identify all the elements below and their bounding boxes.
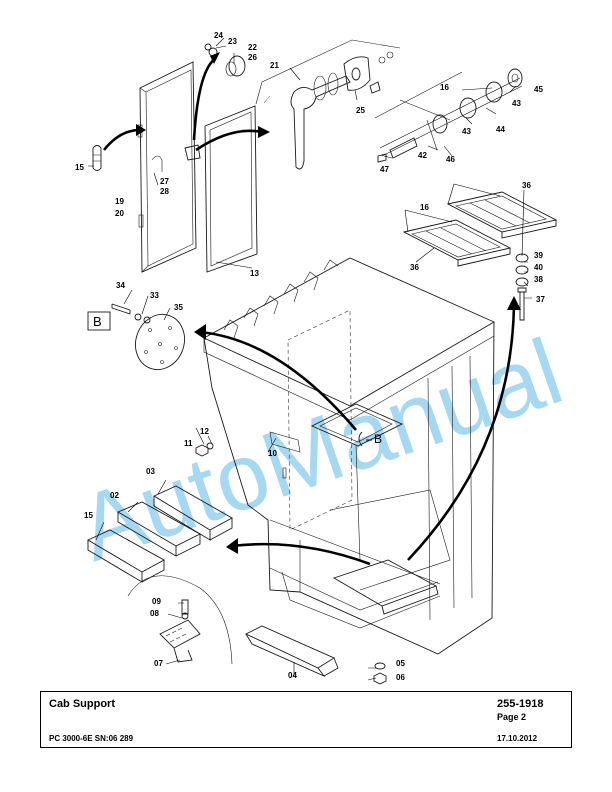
part-label-24: 24 <box>214 31 223 40</box>
part-label-46: 46 <box>446 155 455 164</box>
bottom-step-grate <box>332 559 439 615</box>
issue-date: 17.10.2012 <box>497 734 538 743</box>
part-label-19: 19 <box>115 197 124 206</box>
sheet-title: Cab Support <box>49 698 115 710</box>
part-label-20: 20 <box>115 209 124 218</box>
step-03 <box>153 485 233 541</box>
fastener-11-12 <box>195 442 214 457</box>
part-label-03: 03 <box>146 467 155 476</box>
part-label-16: 16 <box>440 83 449 92</box>
hinge-shaft <box>374 68 523 163</box>
part-label-43: 43 <box>512 99 521 108</box>
arrow-to-bolt <box>407 296 521 561</box>
part-label-38: 38 <box>534 275 543 284</box>
leader-lines <box>88 37 532 681</box>
part-label-36: 36 <box>410 263 419 272</box>
arrow-door-to-window <box>195 126 270 152</box>
part-label-44: 44 <box>496 125 505 134</box>
cab-support-body <box>203 257 495 655</box>
part-label-13: 13 <box>250 269 259 278</box>
part-label-42: 42 <box>418 151 427 160</box>
machine-model: PC 3000-6E SN:06 289 <box>49 734 134 743</box>
part-label-02: 02 <box>110 491 119 500</box>
part-label-16: 16 <box>420 203 429 212</box>
part-label-35: 35 <box>174 303 183 312</box>
document-number: 255-1918 <box>497 698 544 710</box>
part-label-07: 07 <box>154 659 163 668</box>
part-label-09: 09 <box>152 597 161 606</box>
title-block: Cab Support 255-1918 Page 2 PC 3000-6E S… <box>40 691 572 748</box>
part-label-22: 22 <box>248 43 257 52</box>
part-label-05: 05 <box>396 659 405 668</box>
part-label-15: 15 <box>75 163 84 172</box>
hinge-pin <box>92 145 102 171</box>
ref-b-label: B <box>374 432 382 446</box>
part-label-08: 08 <box>150 609 159 618</box>
part-label-39: 39 <box>534 251 543 260</box>
arrow-to-view-b <box>194 324 357 431</box>
door-panel <box>137 61 201 273</box>
part-label-25: 25 <box>356 106 365 115</box>
door-roller <box>204 43 246 77</box>
door-handle <box>255 39 401 170</box>
seat-frame-upper <box>446 191 558 239</box>
arrow-handle-to-door <box>192 52 220 141</box>
ref-b-marker <box>358 431 372 447</box>
part-label-45: 45 <box>534 85 543 94</box>
view-b-frame <box>87 311 111 331</box>
part-label-11: 11 <box>184 439 193 448</box>
part-label-27: 27 <box>160 177 169 186</box>
seat-frame-lower <box>402 219 512 267</box>
page-number: Page 2 <box>497 712 527 722</box>
fastener-05-06 <box>373 662 387 685</box>
part-label-21: 21 <box>270 61 279 70</box>
detail-view <box>127 575 233 665</box>
part-label-15: 15 <box>84 511 93 520</box>
part-label-43: 43 <box>462 127 471 136</box>
part-label-26: 26 <box>248 53 257 62</box>
part-label-36: 36 <box>522 181 531 190</box>
part-label-04: 04 <box>288 671 297 680</box>
part-label-47: 47 <box>380 165 389 174</box>
part-label-33: 33 <box>150 291 159 300</box>
bolt-stack <box>515 253 529 321</box>
arrow-to-steps <box>226 538 371 566</box>
part-label-10: 10 <box>268 449 277 458</box>
cover-plate <box>111 303 185 371</box>
part-label-12: 12 <box>200 427 209 436</box>
window-pane <box>204 105 258 273</box>
part-label-28: 28 <box>160 187 169 196</box>
view-b-label: B <box>93 314 102 329</box>
part-label-34: 34 <box>116 281 125 290</box>
part-label-23: 23 <box>228 37 237 46</box>
part-label-06: 06 <box>396 673 405 682</box>
part-label-37: 37 <box>536 295 545 304</box>
skid-plate <box>244 625 339 678</box>
watermark: AutoManual <box>66 318 575 581</box>
arrow-pin-to-door <box>102 124 146 151</box>
part-label-40: 40 <box>534 263 543 272</box>
